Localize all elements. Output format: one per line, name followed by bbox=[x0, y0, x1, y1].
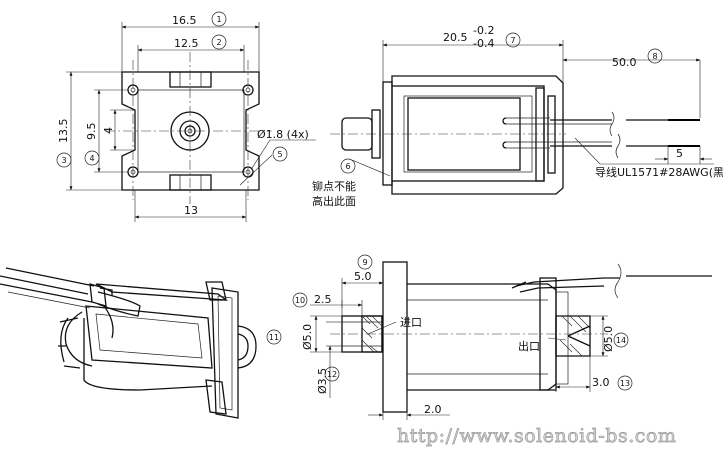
dim-length-tol-lower: -0.4 bbox=[473, 37, 494, 50]
front-view: 16.5 1 12.5 2 13.5 3 9.5 4 4 Ø1.8 (4x) bbox=[56, 11, 316, 222]
ref-13: 13 bbox=[620, 379, 630, 388]
dim-length: 20.5 bbox=[443, 31, 468, 44]
ref-6: 6 bbox=[345, 162, 350, 171]
ref-4: 4 bbox=[89, 154, 94, 163]
dim-strip-length: 5 bbox=[676, 147, 683, 160]
side-view: 20.5 -0.2 -0.4 7 50.0 8 5 导线UL1571#28AWG… bbox=[312, 24, 723, 208]
ref-10: 10 bbox=[295, 296, 305, 305]
dim-outlet-dia: Ø5.0 bbox=[602, 326, 615, 352]
ref-2: 2 bbox=[216, 38, 221, 47]
dim-bottom: 2.0 bbox=[424, 403, 442, 416]
ref-8: 8 bbox=[652, 52, 657, 61]
dim-height-small: 4 bbox=[102, 127, 115, 134]
section-view: 5.0 9 2.5 10 Ø5.0 11 Ø3.5 12 进口 出口 Ø5.0 bbox=[266, 254, 712, 420]
dim-width-body: 13 bbox=[184, 204, 198, 217]
ref-14: 14 bbox=[616, 336, 626, 345]
dim-lead-length: 50.0 bbox=[612, 56, 637, 69]
dim-outlet-depth: 3.0 bbox=[592, 376, 610, 389]
outlet-label: 出口 bbox=[518, 339, 540, 353]
top-tab bbox=[169, 71, 212, 88]
ref-9: 9 bbox=[362, 258, 367, 267]
dim-top: 5.0 bbox=[354, 270, 372, 283]
dim-hole-dia: Ø1.8 (4x) bbox=[257, 128, 309, 141]
dim-length-tol-upper: -0.2 bbox=[473, 24, 494, 37]
inlet-label: 进口 bbox=[400, 316, 422, 329]
dim-inlet-dia: Ø5.0 bbox=[301, 324, 314, 350]
ref-11: 11 bbox=[269, 333, 279, 342]
ref-7: 7 bbox=[510, 36, 515, 45]
rivet-note-line2: 高出此面 bbox=[312, 194, 356, 208]
lead-wires bbox=[550, 111, 700, 159]
dim-height-inner: 9.5 bbox=[85, 123, 98, 141]
dim-port-dia: Ø3.5 bbox=[316, 368, 329, 394]
ref-1: 1 bbox=[216, 15, 221, 24]
dim-width-outer: 16.5 bbox=[172, 14, 197, 27]
ref-5: 5 bbox=[277, 150, 282, 159]
wire-note: 导线UL1571#28AWG(黑色) bbox=[595, 165, 723, 179]
isometric-view bbox=[0, 267, 257, 419]
bottom-tab bbox=[169, 174, 212, 191]
dim-width-inner: 12.5 bbox=[174, 37, 199, 50]
ref-12: 12 bbox=[327, 370, 337, 379]
watermark: http://www.solenoid-bs.com bbox=[397, 425, 676, 447]
dim-inlet-depth: 2.5 bbox=[314, 293, 332, 306]
ref-3: 3 bbox=[61, 156, 66, 165]
rivet-note-line1: 铆点不能 bbox=[312, 179, 356, 193]
dim-height-outer: 13.5 bbox=[57, 119, 70, 144]
